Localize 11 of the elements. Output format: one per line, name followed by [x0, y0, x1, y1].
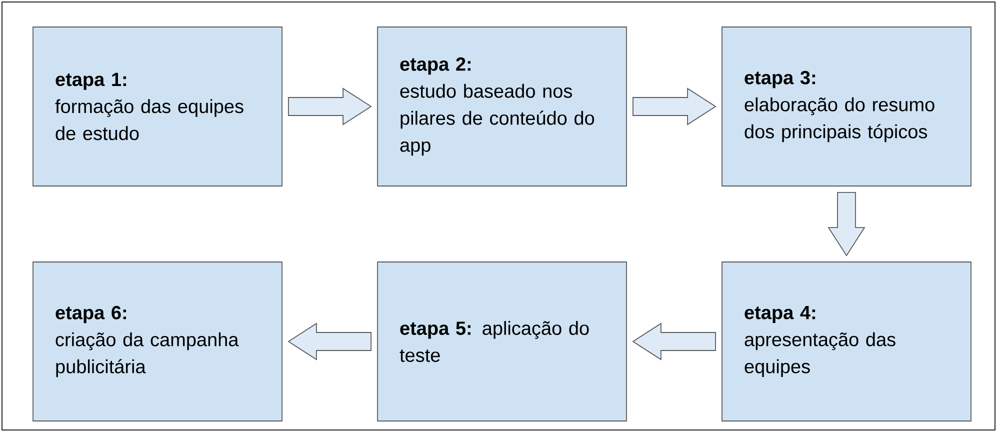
process-box: etapa 2: estudo baseado nos pilares de conteúdo do app [377, 26, 627, 186]
process-box: etapa 3: elaboração do resumo dos principais tópicos [722, 26, 972, 186]
process-box: etapa 6: criação da campanha publicitária [32, 262, 282, 422]
process-box: etapa 5: aplicação do teste [377, 262, 627, 422]
block-arrow [288, 88, 372, 126]
block-arrow [288, 322, 372, 360]
block-arrow [632, 322, 716, 360]
block-arrow [828, 192, 866, 256]
process-box: etapa 1: formação das equipes de estudo [32, 26, 282, 186]
block-arrow [632, 88, 716, 126]
process-box: etapa 4: apresentação das equipes [722, 262, 972, 422]
